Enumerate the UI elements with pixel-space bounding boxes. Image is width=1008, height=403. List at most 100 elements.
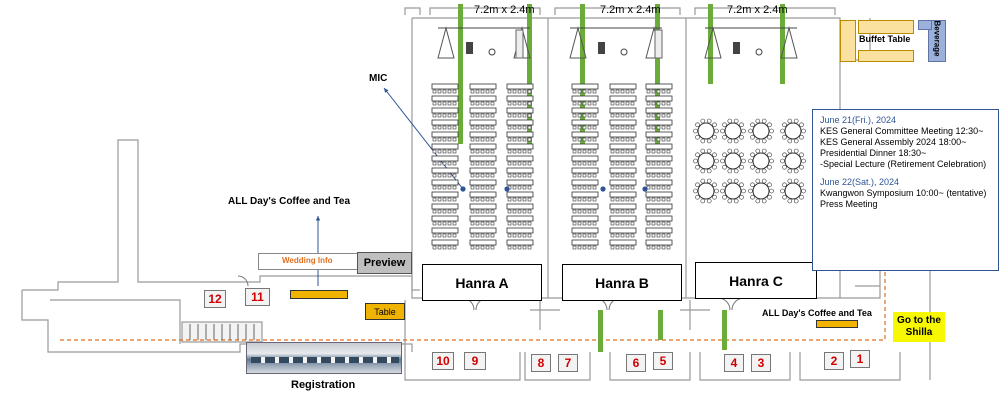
chair: [582, 245, 587, 250]
seating-table: [506, 155, 534, 162]
podium: [733, 42, 740, 54]
chair: [577, 101, 582, 106]
chair: [646, 149, 651, 154]
round-table: [784, 182, 802, 200]
chair: [577, 113, 582, 118]
chair: [447, 221, 452, 226]
chair: [442, 137, 447, 142]
chair: [572, 125, 577, 130]
chair: [720, 188, 725, 194]
seating-table: [506, 143, 534, 150]
chair: [625, 221, 630, 226]
chair: [490, 245, 495, 250]
chair: [485, 209, 490, 214]
chair: [452, 245, 457, 250]
chair: [485, 113, 490, 118]
chair: [452, 161, 457, 166]
chair: [572, 113, 577, 118]
chair: [577, 125, 582, 130]
chair: [490, 233, 495, 238]
chair: [437, 89, 442, 94]
chair: [615, 185, 620, 190]
chair: [706, 198, 712, 204]
chair: [733, 178, 739, 184]
chair: [452, 137, 457, 142]
chair: [733, 198, 739, 204]
chair: [630, 137, 635, 142]
chair: [587, 245, 592, 250]
seating-table: [645, 143, 673, 150]
chair: [739, 152, 744, 158]
chair: [432, 221, 437, 226]
chair: [700, 178, 706, 184]
chair: [706, 168, 712, 174]
chair: [780, 128, 785, 134]
chair: [767, 134, 772, 140]
chair: [437, 101, 442, 106]
coffee-tea-label-left: ALL Day's Coffee and Tea: [228, 196, 351, 207]
room-name: Hanra C: [729, 272, 783, 289]
chair: [432, 101, 437, 106]
screen-stand: [780, 4, 785, 84]
schedule-date-day2: June 22(Sat.), 2024: [820, 177, 900, 187]
chair: [432, 197, 437, 202]
chair: [661, 209, 666, 214]
chair: [527, 161, 532, 166]
chair: [799, 182, 804, 188]
chair: [475, 233, 480, 238]
seating-table: [506, 119, 534, 126]
chair: [700, 148, 706, 154]
chair: [452, 125, 457, 130]
chair: [755, 198, 761, 204]
chair: [452, 185, 457, 190]
chair: [592, 89, 597, 94]
chair: [787, 178, 793, 184]
chair: [452, 89, 457, 94]
seating-table: [431, 119, 459, 126]
chair: [480, 149, 485, 154]
chair: [793, 178, 799, 184]
room-name: Hanra B: [595, 274, 649, 291]
chair: [755, 138, 761, 144]
chair: [522, 89, 527, 94]
chair: [767, 164, 772, 170]
chair: [437, 113, 442, 118]
chair: [630, 113, 635, 118]
chair: [437, 149, 442, 154]
chair: [490, 221, 495, 226]
round-table: [724, 122, 742, 140]
chair: [651, 173, 656, 178]
chair: [572, 89, 577, 94]
projector-stand: [780, 26, 798, 59]
chair: [582, 185, 587, 190]
round-table: [697, 122, 715, 140]
chair: [592, 125, 597, 130]
chair: [475, 209, 480, 214]
room-label-hanra-b: Hanra B: [562, 264, 682, 301]
chair: [452, 101, 457, 106]
buffet-table: [858, 50, 914, 62]
room-number: 5: [653, 352, 673, 370]
schedule-item: Press Meeting: [820, 199, 878, 209]
chair: [517, 113, 522, 118]
chair: [620, 101, 625, 106]
chair: [527, 233, 532, 238]
chair: [592, 113, 597, 118]
chair: [782, 134, 787, 140]
chair: [714, 158, 719, 164]
seating-table: [506, 95, 534, 102]
chair: [480, 233, 485, 238]
chair: [592, 233, 597, 238]
chair: [572, 245, 577, 250]
round-table: [752, 152, 770, 170]
screen-stand: [580, 4, 585, 144]
chair: [615, 209, 620, 214]
chair: [793, 138, 799, 144]
chair: [470, 161, 475, 166]
chair: [651, 137, 656, 142]
chair: [432, 233, 437, 238]
chair: [714, 128, 719, 134]
chair: [700, 138, 706, 144]
chair: [512, 101, 517, 106]
chair: [512, 149, 517, 154]
